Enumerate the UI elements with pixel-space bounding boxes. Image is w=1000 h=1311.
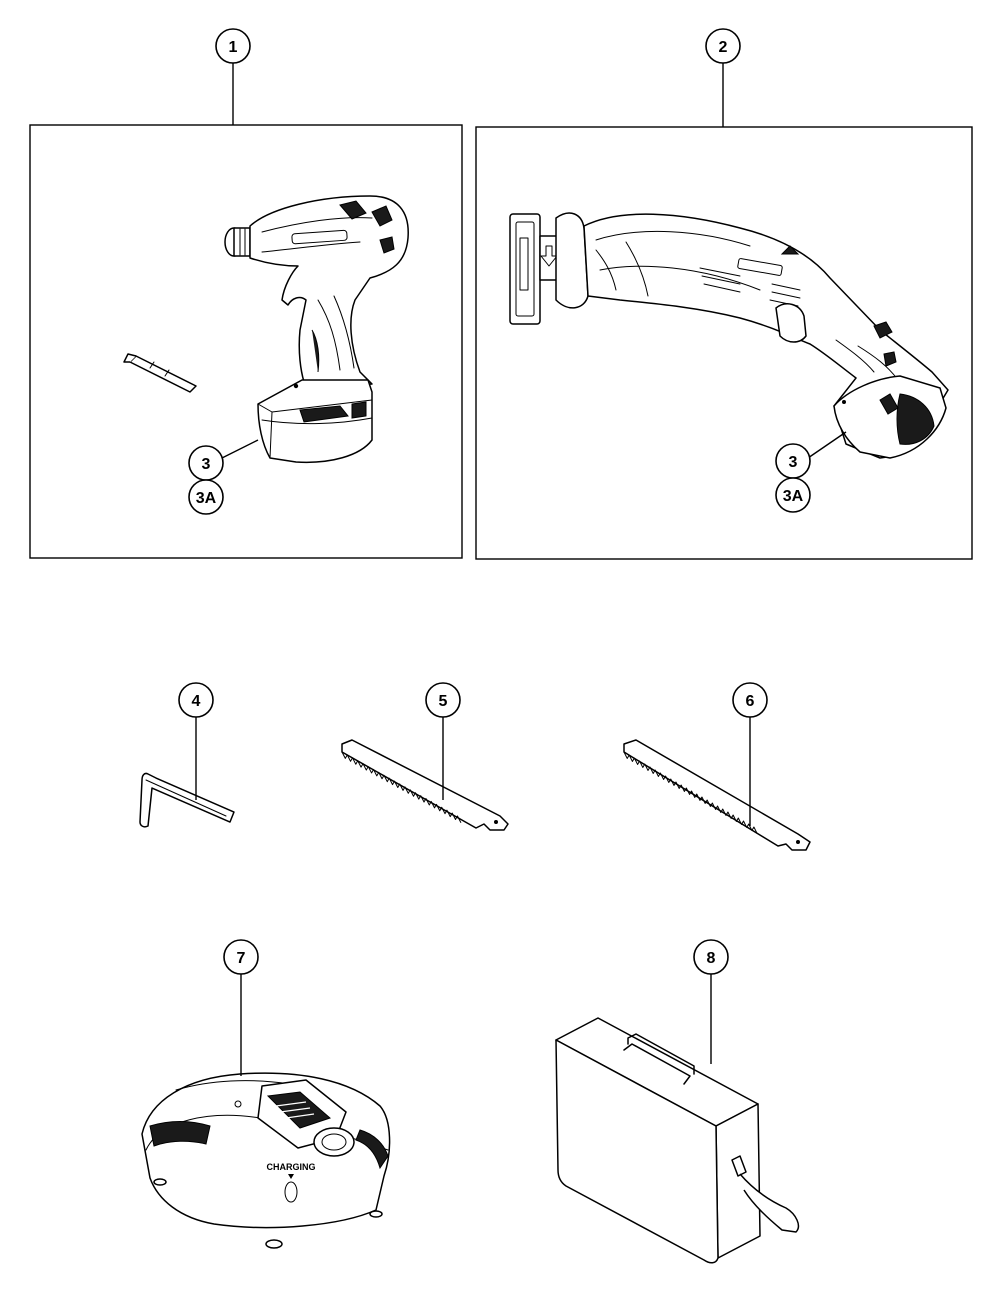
callout-3-right: 3 xyxy=(775,443,811,479)
callout-3a-left: 3A xyxy=(188,479,224,515)
charging-label: CHARGING xyxy=(267,1162,316,1172)
svg-text:2: 2 xyxy=(719,39,728,56)
callout-1: 1 xyxy=(215,28,251,64)
svg-text:7: 7 xyxy=(237,950,246,967)
callout-3-left: 3 xyxy=(188,445,224,481)
impact-driver xyxy=(123,195,409,464)
leader-3-left xyxy=(221,439,259,459)
callout-3a-right: 3A xyxy=(775,477,811,513)
hex-wrench xyxy=(139,772,235,828)
callout-2: 2 xyxy=(705,28,741,64)
reciprocating-saw xyxy=(509,212,949,459)
svg-text:3A: 3A xyxy=(783,488,804,505)
callout-7: 7 xyxy=(223,939,259,975)
svg-text:4: 4 xyxy=(192,693,201,710)
svg-text:8: 8 xyxy=(707,950,716,967)
svg-text:3: 3 xyxy=(789,454,798,471)
saw-blade-6 xyxy=(623,739,811,851)
reciprocating-saw-frame xyxy=(475,126,973,560)
saw-blade-5 xyxy=(341,739,509,831)
svg-text:5: 5 xyxy=(439,693,448,710)
callout-6: 6 xyxy=(732,682,768,718)
svg-text:3: 3 xyxy=(202,456,211,473)
svg-text:1: 1 xyxy=(229,39,238,56)
carrying-case xyxy=(555,1017,800,1264)
battery-charger: CHARGING xyxy=(141,1072,391,1249)
callout-8: 8 xyxy=(693,939,729,975)
callout-5: 5 xyxy=(425,682,461,718)
leader-3-right xyxy=(807,431,847,459)
svg-text:3A: 3A xyxy=(196,490,217,507)
svg-text:6: 6 xyxy=(746,693,755,710)
callout-4: 4 xyxy=(178,682,214,718)
impact-driver-frame xyxy=(29,124,463,559)
